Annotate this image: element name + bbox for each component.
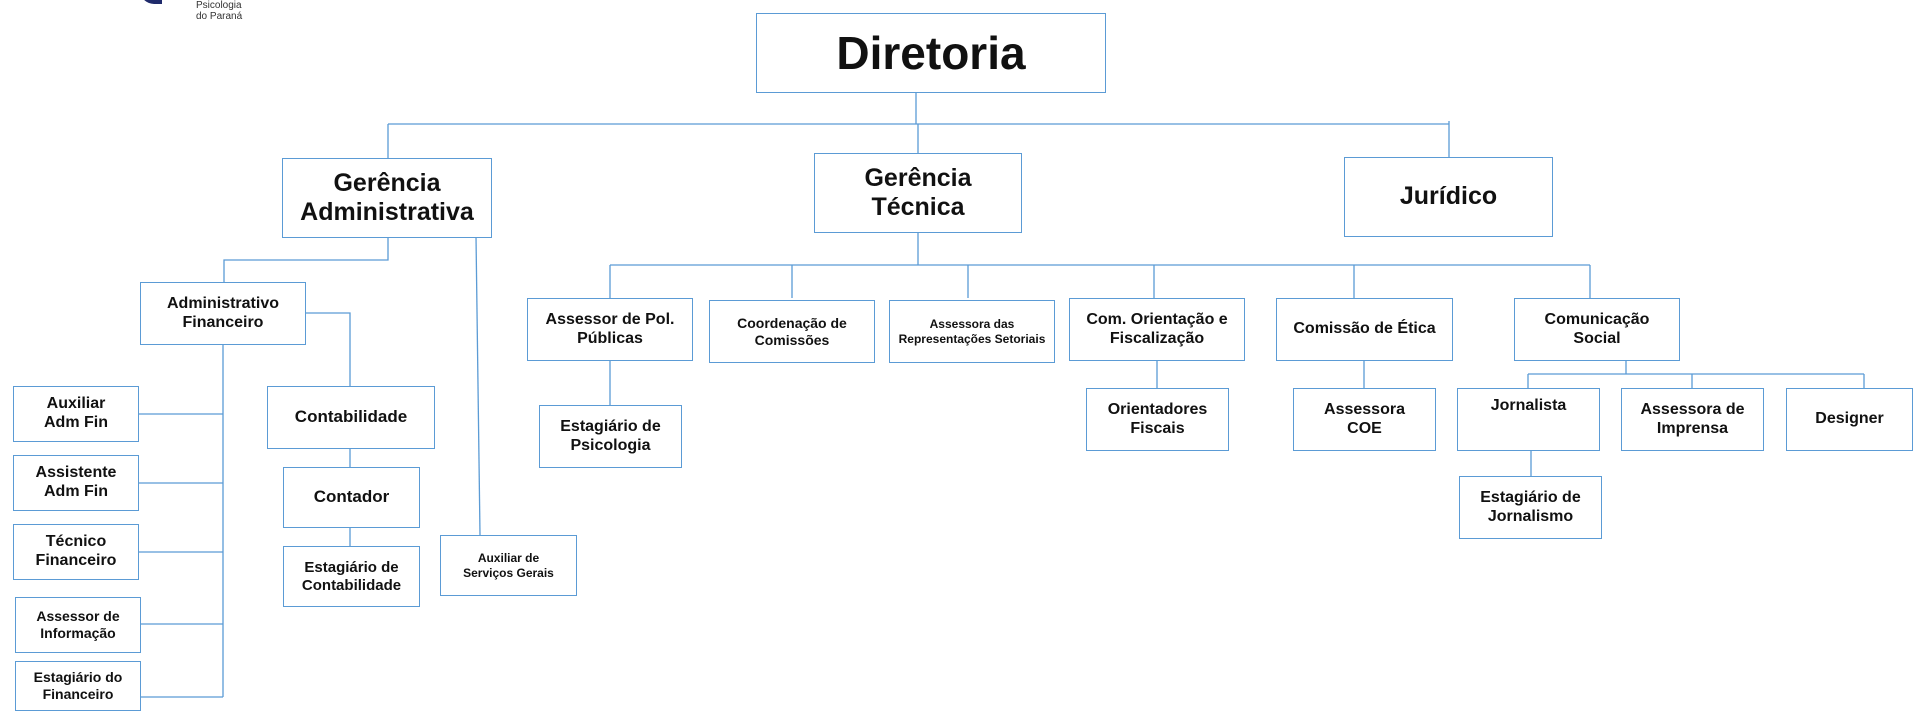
node-label: Auxiliar: [46, 395, 106, 413]
node-label: COE: [1347, 419, 1382, 437]
node-label: Psicologia: [570, 436, 651, 454]
node-label: Diretoria: [836, 26, 1026, 79]
logo: Psicologia do Paraná: [140, 0, 280, 24]
node-label: Com. Orientação e: [1086, 310, 1228, 328]
node-label: Gerência: [333, 168, 441, 197]
node-label: Estagiário de: [1480, 488, 1581, 506]
node-label: Técnico: [45, 533, 107, 551]
node-juridico: Jurídico: [1344, 157, 1553, 237]
node-label: Administrativo: [166, 294, 279, 312]
node-contabilidade: Contabilidade: [267, 386, 435, 449]
node-label: Assessor de: [36, 608, 120, 625]
node-label: Financeiro: [35, 552, 117, 569]
node-label: Serviços Gerais: [463, 565, 554, 580]
node-label: Informação: [40, 625, 116, 641]
node-label: Jornalismo: [1487, 507, 1574, 525]
node-diretoria: Diretoria: [756, 13, 1106, 93]
node-label: Públicas: [577, 329, 643, 347]
node-designer: Designer: [1786, 388, 1913, 451]
logo-line: Psicologia: [196, 0, 242, 11]
node-label: Estagiário do: [33, 669, 123, 686]
node-label: Jornalista: [1490, 397, 1567, 414]
node-label: Assessora das: [929, 317, 1015, 332]
node-label: Gerência: [864, 163, 972, 192]
node-label: Comissões: [754, 331, 830, 348]
node-label: Jurídico: [1399, 182, 1498, 211]
node-label: Financeiro: [182, 313, 264, 331]
node-label: Estagiário de: [560, 417, 661, 435]
node-label: Assessora: [1324, 400, 1405, 418]
node-label: Assessor de Pol.: [545, 310, 675, 328]
node-label: Comunicação: [1544, 310, 1650, 328]
node-label: Coordenação de: [737, 314, 847, 331]
logo-text: Psicologia do Paraná: [196, 0, 242, 22]
connector: [223, 236, 389, 282]
node-contador: Contador: [283, 467, 420, 528]
connector: [475, 235, 481, 536]
node-label: Representações Setoriais: [898, 331, 1046, 346]
node-label: Assistente: [35, 464, 117, 482]
node-label: Financeiro: [42, 686, 114, 702]
node-comissao-etica: Comissão de Ética: [1276, 298, 1453, 361]
node-assessor-pol-publicas: Assessor de Pol.Públicas: [527, 298, 693, 361]
node-label: Estagiário de: [304, 558, 399, 576]
node-label: Designer: [1815, 410, 1884, 428]
logo-line: do Paraná: [196, 11, 243, 22]
node-label: Orientadores: [1107, 400, 1208, 418]
node-label: Contador: [313, 487, 390, 507]
node-jornalista: Jornalista: [1457, 388, 1600, 451]
connector: [305, 312, 351, 386]
node-label: Imprensa: [1656, 419, 1729, 437]
node-label: Auxiliar de: [477, 551, 540, 566]
node-label: Fiscais: [1130, 419, 1185, 437]
node-label: Técnica: [871, 193, 965, 221]
node-label: Comissão de Ética: [1293, 320, 1436, 338]
node-label: Social: [1573, 329, 1621, 347]
node-label: Adm Fin: [44, 414, 108, 431]
node-label: Contabilidade: [294, 407, 408, 427]
node-label: Assessora de: [1640, 400, 1745, 418]
node-label: Fiscalização: [1109, 329, 1205, 347]
node-label: Contabilidade: [301, 576, 402, 594]
node-label: Adm Fin: [43, 483, 108, 500]
node-label: Administrativa: [300, 198, 474, 226]
